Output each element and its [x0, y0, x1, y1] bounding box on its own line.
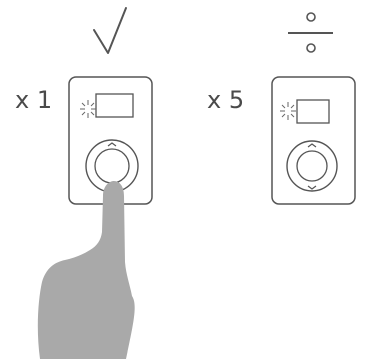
chevron-down-icon: [307, 185, 317, 190]
pressing-finger-icon: [37, 181, 135, 359]
chevron-up-icon: [307, 143, 317, 148]
blinking-led-icon: [280, 102, 296, 120]
press-count-label-left: x 1: [15, 86, 52, 114]
display-screen: [296, 99, 330, 124]
blinking-led-icon: [80, 100, 96, 118]
check-mark-icon: [93, 7, 127, 54]
remote-control-icon: [271, 76, 356, 205]
chevron-up-icon: [107, 142, 117, 147]
dial-center-button: [296, 150, 328, 182]
display-screen: [95, 93, 134, 118]
division-sign-icon: [288, 12, 333, 53]
press-count-label-right: x 5: [207, 86, 244, 114]
dial-center-button: [94, 148, 130, 184]
